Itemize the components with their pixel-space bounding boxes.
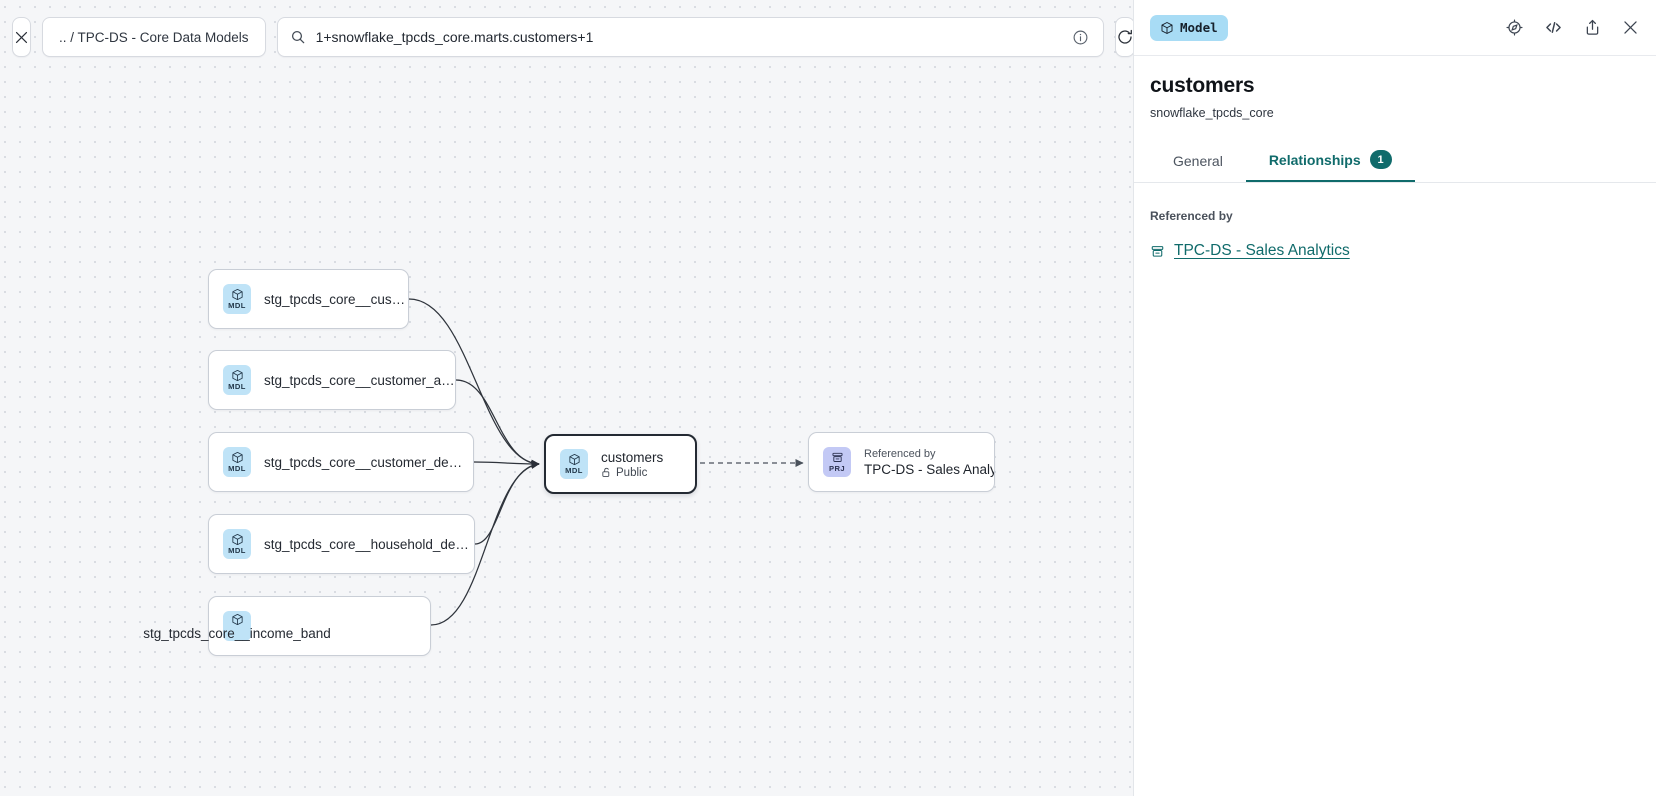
cube-icon bbox=[231, 368, 244, 382]
model-badge: MDL bbox=[223, 447, 251, 477]
model-badge-label: MDL bbox=[565, 466, 583, 475]
node-label: stg_tpcds_core__household_demogr… bbox=[264, 536, 474, 552]
entity-type-chip: Model bbox=[1150, 14, 1228, 41]
model-badge-label: MDL bbox=[228, 301, 246, 310]
cube-icon bbox=[231, 612, 244, 626]
lineage-node-upstream[interactable]: stg_tpcds_core__income_band bbox=[143, 596, 431, 656]
lineage-graph: MDL stg_tpcds_core__customer MDL stg_tpc… bbox=[143, 269, 995, 656]
breadcrumb-label: .. / TPC-DS - Core Data Models bbox=[59, 29, 249, 45]
lineage-node-downstream[interactable]: PRJ Referenced by TPC-DS - Sales Analyti… bbox=[808, 432, 995, 492]
relationships-content: Referenced by TPC-DS - Sales Analytics bbox=[1134, 183, 1656, 260]
node-eyebrow: Referenced by bbox=[864, 447, 936, 460]
lineage-search-box[interactable]: 1+snowflake_tpcds_core.marts.customers+1 bbox=[276, 17, 1104, 57]
lineage-edges bbox=[408, 298, 804, 626]
cube-icon bbox=[231, 532, 244, 546]
node-title: customers bbox=[601, 449, 664, 465]
details-panel: Model customers snowflake_tpcds_core bbox=[1133, 0, 1656, 796]
node-label: stg_tpcds_core__customer_address bbox=[264, 372, 455, 388]
lineage-explore-icon[interactable] bbox=[1505, 18, 1524, 37]
search-input[interactable]: 1+snowflake_tpcds_core.marts.customers+1 bbox=[315, 29, 594, 45]
project-icon bbox=[1150, 244, 1165, 259]
referenced-by-link[interactable]: TPC-DS - Sales Analytics bbox=[1174, 242, 1350, 259]
page-title: customers bbox=[1150, 74, 1255, 97]
breadcrumb[interactable]: .. / TPC-DS - Core Data Models bbox=[42, 17, 266, 57]
share-icon[interactable] bbox=[1583, 18, 1602, 37]
list-item[interactable]: TPC-DS - Sales Analytics bbox=[1150, 242, 1640, 260]
node-text-stack: Referenced by TPC-DS - Sales Analytics bbox=[864, 448, 994, 477]
search-icon bbox=[290, 29, 306, 45]
lineage-canvas[interactable]: .. / TPC-DS - Core Data Models 1+snowfla… bbox=[0, 0, 1133, 796]
project-badge-label: PRJ bbox=[829, 464, 845, 473]
lineage-node-upstream[interactable]: MDL stg_tpcds_core__customer_demogra… bbox=[208, 432, 474, 492]
panel-subtitle: snowflake_tpcds_core bbox=[1150, 106, 1274, 120]
panel-header: customers snowflake_tpcds_core bbox=[1134, 56, 1656, 120]
model-badge: MDL bbox=[223, 529, 251, 559]
refresh-icon bbox=[1116, 28, 1133, 46]
lock-open-icon bbox=[601, 467, 612, 478]
tab-relationships[interactable]: Relationships 1 bbox=[1245, 150, 1415, 182]
referenced-by-label: Referenced by bbox=[1150, 209, 1233, 223]
panel-tabs: General Relationships 1 bbox=[1134, 150, 1656, 183]
cube-icon bbox=[231, 287, 244, 301]
model-badge-label: MDL bbox=[228, 382, 246, 391]
close-icon[interactable] bbox=[1621, 18, 1640, 37]
tab-general[interactable]: General bbox=[1150, 153, 1246, 182]
cube-icon bbox=[231, 450, 244, 464]
tab-relationships-count: 1 bbox=[1369, 150, 1392, 169]
info-circle-icon[interactable] bbox=[1072, 29, 1089, 46]
project-icon bbox=[831, 450, 844, 464]
node-label: stg_tpcds_core__customer_demogra… bbox=[264, 454, 473, 470]
node-access-label: Public bbox=[616, 466, 648, 479]
model-badge: MDL bbox=[560, 449, 588, 479]
cube-icon bbox=[1160, 21, 1174, 35]
tab-relationships-label: Relationships bbox=[1268, 151, 1361, 168]
node-label: stg_tpcds_core__customer bbox=[264, 291, 408, 307]
lineage-node-focus[interactable]: MDL customers Public bbox=[544, 434, 697, 494]
project-badge: PRJ bbox=[823, 447, 851, 477]
node-access: Public bbox=[601, 467, 663, 479]
entity-type-label: Model bbox=[1180, 20, 1218, 35]
model-badge: stg_tpcds_core__income_band bbox=[143, 611, 331, 641]
node-title: TPC-DS - Sales Analytics bbox=[864, 461, 994, 477]
model-badge-label: MDL bbox=[228, 464, 246, 473]
node-label: stg_tpcds_core__income_band bbox=[143, 625, 331, 641]
tab-general-label: General bbox=[1173, 153, 1223, 169]
model-badge: MDL bbox=[223, 284, 251, 314]
node-text-stack: customers Public bbox=[601, 450, 663, 479]
code-icon[interactable] bbox=[1543, 17, 1564, 38]
canvas-toolbar: .. / TPC-DS - Core Data Models 1+snowfla… bbox=[0, 0, 1133, 74]
panel-action-buttons bbox=[1505, 17, 1640, 38]
close-lineage-button[interactable] bbox=[12, 17, 31, 57]
close-icon bbox=[13, 29, 30, 46]
lineage-node-upstream[interactable]: MDL stg_tpcds_core__customer_address bbox=[208, 350, 456, 410]
cube-icon bbox=[568, 452, 581, 466]
refresh-button[interactable] bbox=[1114, 17, 1133, 57]
model-badge-label: MDL bbox=[228, 546, 246, 555]
lineage-node-upstream[interactable]: MDL stg_tpcds_core__household_demogr… bbox=[208, 514, 475, 574]
model-badge: MDL bbox=[223, 365, 251, 395]
lineage-node-upstream[interactable]: MDL stg_tpcds_core__customer bbox=[208, 269, 409, 329]
panel-toolbar: Model bbox=[1134, 0, 1656, 56]
